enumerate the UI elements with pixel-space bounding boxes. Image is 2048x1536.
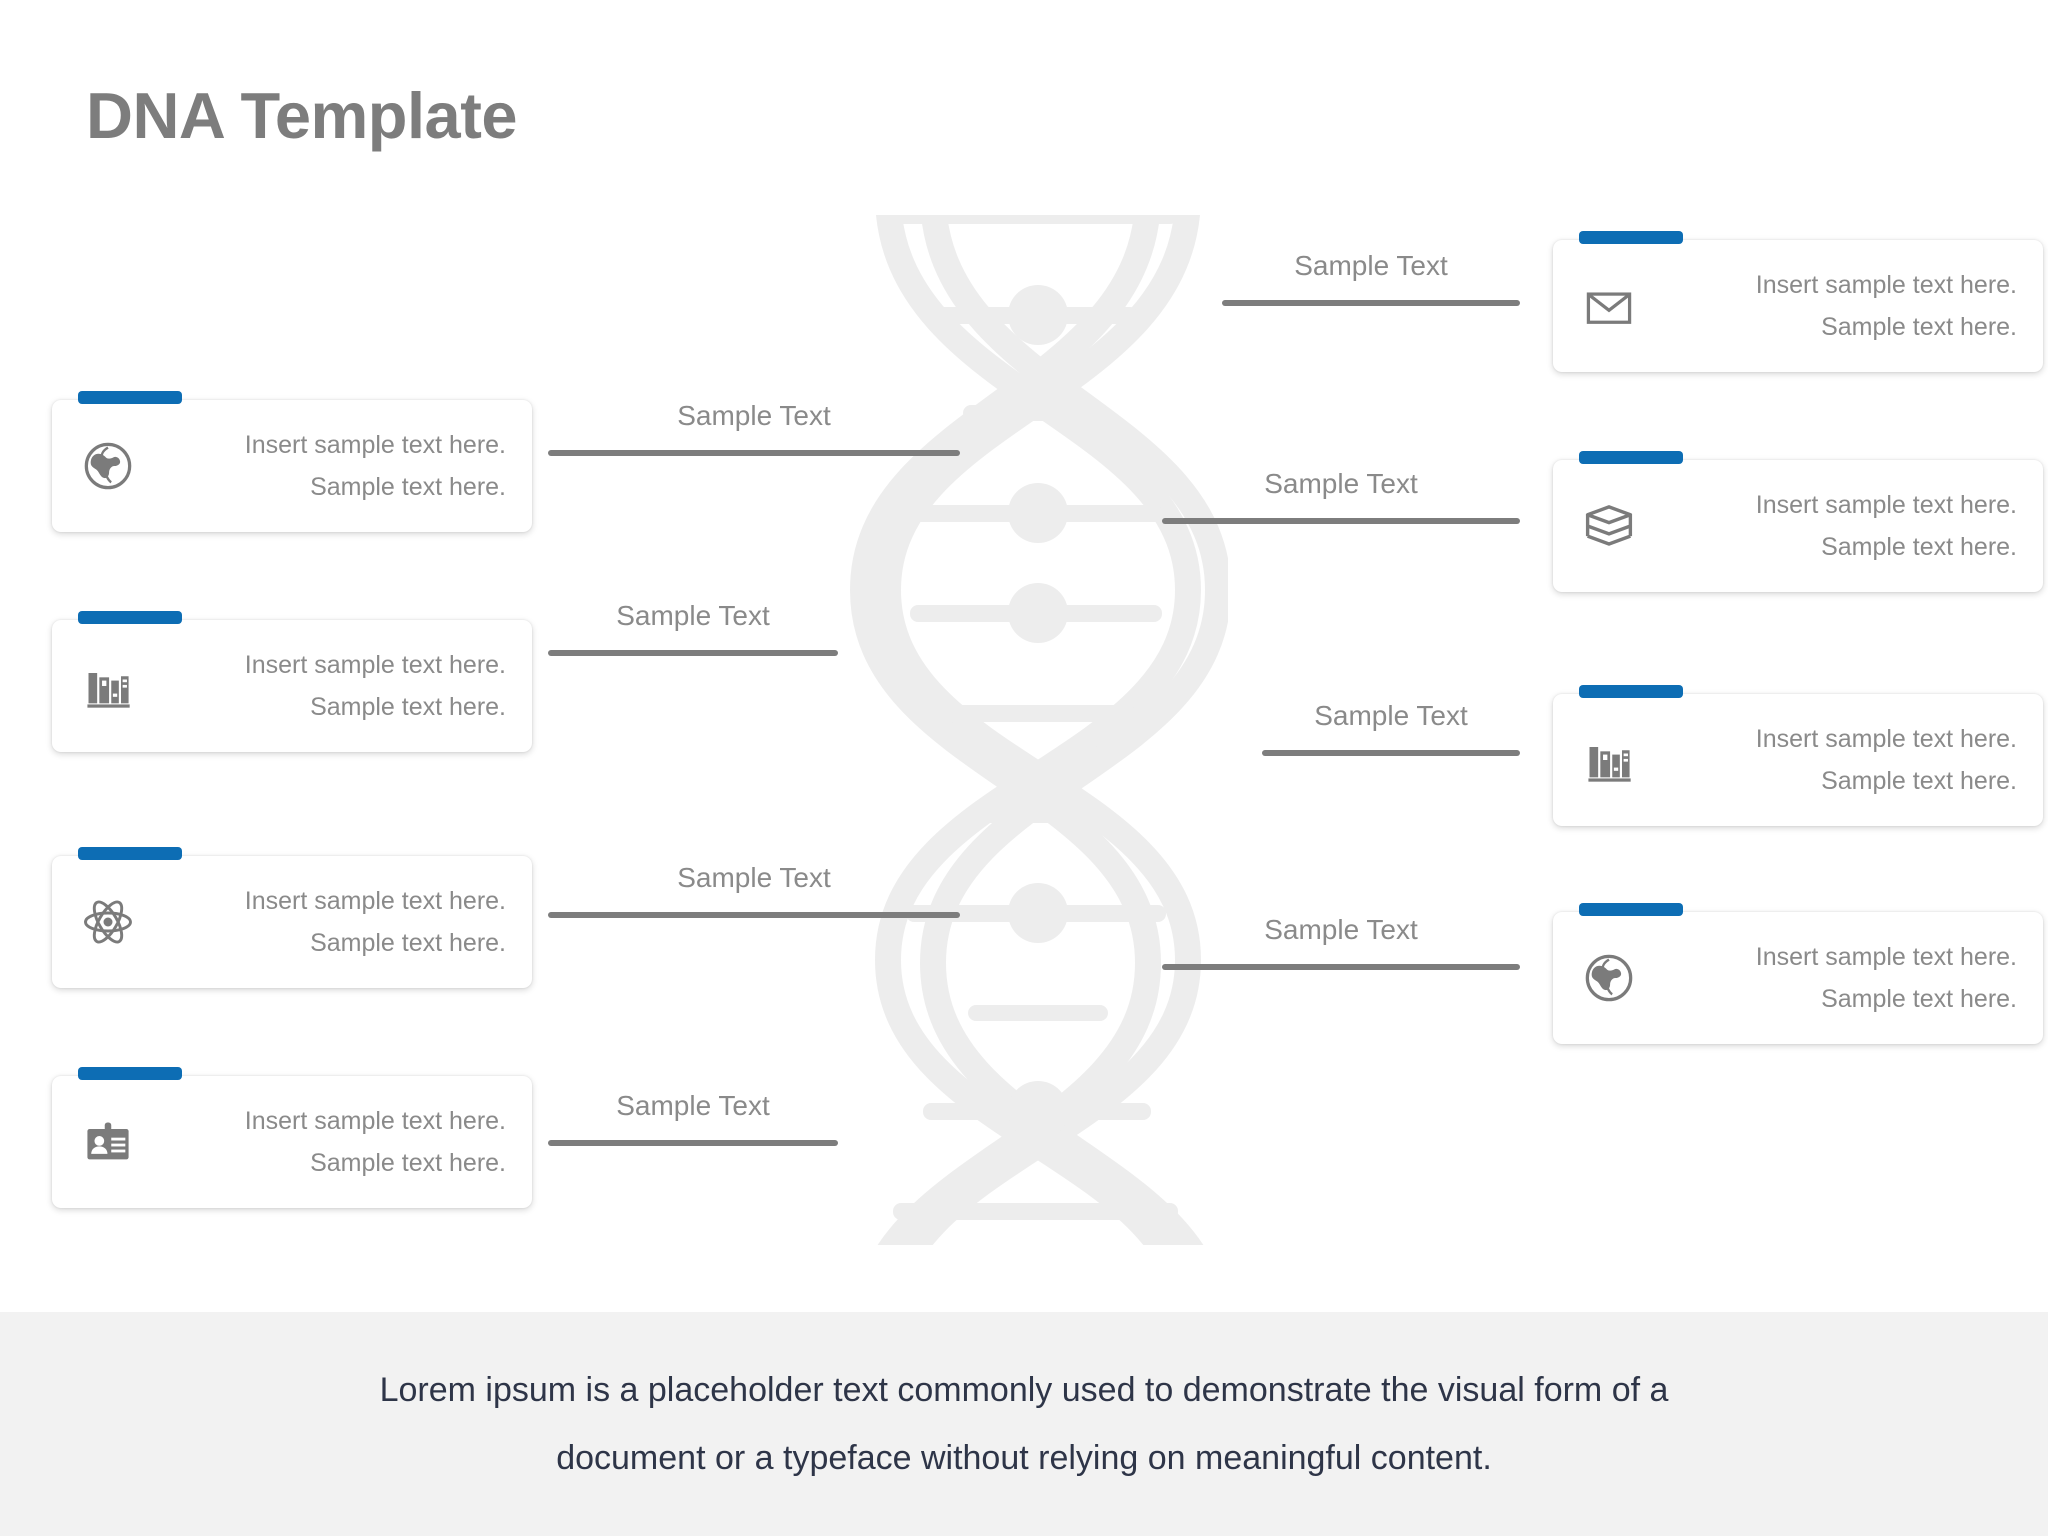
connector-line xyxy=(548,650,838,656)
left-card-4[interactable]: Insert sample text here. Sample text her… xyxy=(52,1067,532,1208)
card-accent-tab xyxy=(1579,231,1683,244)
books-shelf-icon xyxy=(1577,734,1641,786)
card-text: Insert sample text here. Sample text her… xyxy=(1641,718,2025,802)
connector-line xyxy=(1262,750,1520,756)
card-line-1: Insert sample text here. xyxy=(244,1107,506,1135)
card-line-2: Sample text here. xyxy=(1821,533,2017,561)
right-card-1[interactable]: Insert sample text here. Sample text her… xyxy=(1553,231,2043,372)
connector-label: Sample Text xyxy=(616,600,770,631)
right-card-3[interactable]: Insert sample text here. Sample text her… xyxy=(1553,685,2043,826)
card-line-2: Sample text here. xyxy=(1821,313,2017,341)
connector-line xyxy=(548,912,960,918)
card-line-1: Insert sample text here. xyxy=(1755,271,2017,299)
card-accent-tab xyxy=(1579,903,1683,916)
connector-label: Sample Text xyxy=(616,1090,770,1121)
page-title: DNA Template xyxy=(86,79,518,152)
connector-label: Sample Text xyxy=(1264,468,1418,499)
card-text: Insert sample text here. Sample text her… xyxy=(1641,936,2025,1020)
dna-double-helix-graphic xyxy=(848,215,1228,1245)
atom-icon xyxy=(76,895,140,949)
footer-band: Lorem ipsum is a placeholder text common… xyxy=(0,1312,2048,1536)
connector-label: Sample Text xyxy=(1294,250,1448,281)
globe-icon xyxy=(1577,952,1641,1004)
card-text: Insert sample text here. Sample text her… xyxy=(140,644,514,728)
connector-label: Sample Text xyxy=(1314,700,1468,731)
card-accent-tab xyxy=(78,847,182,860)
id-card-icon xyxy=(76,1116,140,1168)
card-text: Insert sample text here. Sample text her… xyxy=(140,424,514,508)
left-card-3[interactable]: Insert sample text here. Sample text her… xyxy=(52,847,532,988)
right-card-4[interactable]: Insert sample text here. Sample text her… xyxy=(1553,903,2043,1044)
card-accent-tab xyxy=(78,391,182,404)
books-stack-icon xyxy=(1577,499,1641,553)
card-line-1: Insert sample text here. xyxy=(1755,491,2017,519)
card-line-1: Insert sample text here. xyxy=(244,887,506,915)
connector-line xyxy=(548,1140,838,1146)
connector-line xyxy=(1162,964,1520,970)
card-accent-tab xyxy=(78,611,182,624)
card-text: Insert sample text here. Sample text her… xyxy=(1641,484,2025,568)
card-accent-tab xyxy=(1579,451,1683,464)
card-accent-tab xyxy=(1579,685,1683,698)
card-line-1: Insert sample text here. xyxy=(244,431,506,459)
card-line-2: Sample text here. xyxy=(310,473,506,501)
connector-label: Sample Text xyxy=(1264,914,1418,945)
footer-line-2: document or a typeface without relying o… xyxy=(556,1439,1492,1477)
right-card-2[interactable]: Insert sample text here. Sample text her… xyxy=(1553,451,2043,592)
connector-label: Sample Text xyxy=(677,400,831,431)
card-line-1: Insert sample text here. xyxy=(1755,725,2017,753)
connector-label: Sample Text xyxy=(677,862,831,893)
books-shelf-icon xyxy=(76,660,140,712)
card-text: Insert sample text here. Sample text her… xyxy=(140,1100,514,1184)
card-line-2: Sample text here. xyxy=(310,693,506,721)
card-line-1: Insert sample text here. xyxy=(1755,943,2017,971)
card-line-2: Sample text here. xyxy=(1821,767,2017,795)
envelope-icon xyxy=(1577,280,1641,332)
card-accent-tab xyxy=(78,1067,182,1080)
connector-line xyxy=(1222,300,1520,306)
card-line-1: Insert sample text here. xyxy=(244,651,506,679)
connector-line xyxy=(1162,518,1520,524)
card-line-2: Sample text here. xyxy=(310,1149,506,1177)
card-text: Insert sample text here. Sample text her… xyxy=(140,880,514,964)
left-card-1[interactable]: Insert sample text here. Sample text her… xyxy=(52,391,532,532)
card-text: Insert sample text here. Sample text her… xyxy=(1641,264,2025,348)
left-card-2[interactable]: Insert sample text here. Sample text her… xyxy=(52,611,532,752)
card-line-2: Sample text here. xyxy=(310,929,506,957)
footer-line-1: Lorem ipsum is a placeholder text common… xyxy=(379,1371,1669,1409)
globe-icon xyxy=(76,440,140,492)
card-line-2: Sample text here. xyxy=(1821,985,2017,1013)
connector-line xyxy=(548,450,960,456)
